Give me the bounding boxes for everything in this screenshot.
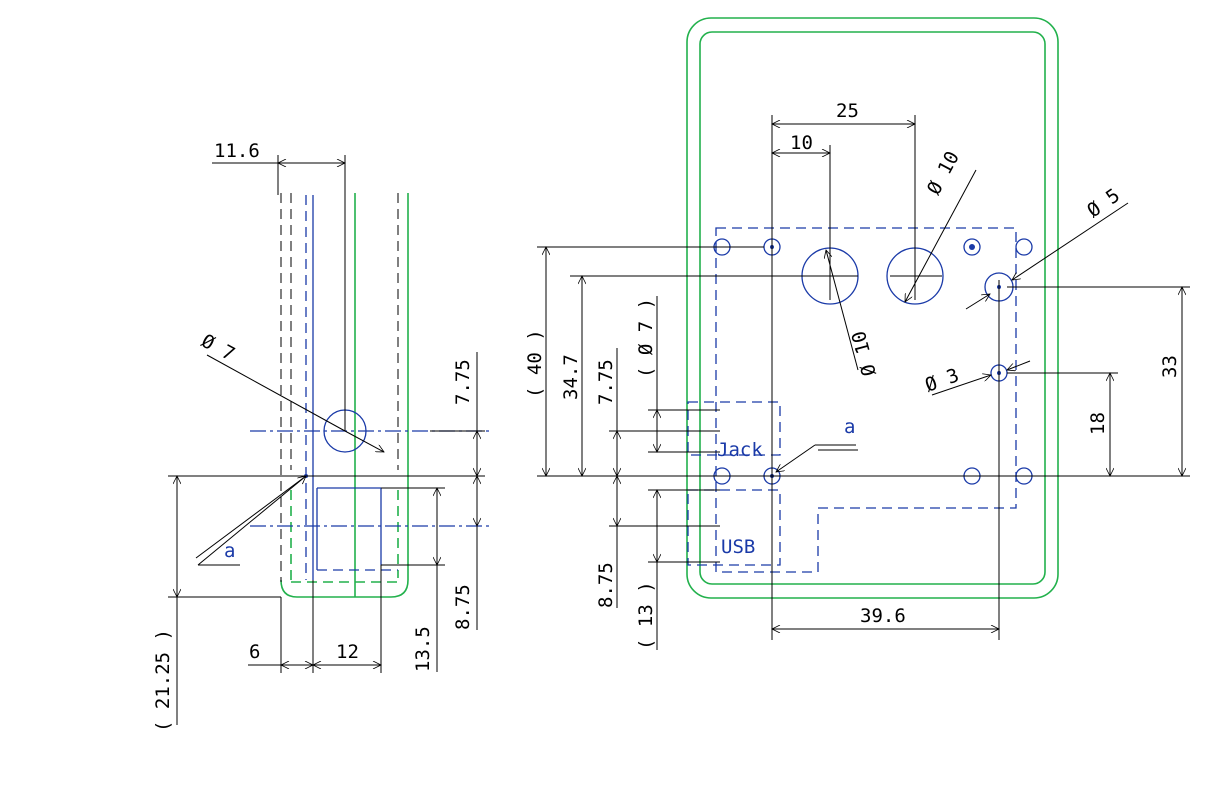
dim-dia3: Ø 3 [922, 364, 962, 396]
mount-hole [1015, 238, 1033, 256]
mount-hole [963, 238, 981, 256]
dim-dia5: Ø 5 [1083, 184, 1124, 222]
dim-8-75-front: 8.75 [595, 562, 617, 608]
front-enclosure-outline [686, 17, 1059, 599]
dim-25: 25 [836, 100, 859, 122]
dim-6: 6 [249, 641, 260, 663]
dim-dia10-top: Ø 10 [923, 148, 964, 199]
dim-13: ( 13 ) [635, 581, 657, 650]
dim-dia7: Ø 7 [198, 330, 239, 366]
dim-12: 12 [336, 641, 359, 663]
dim-7-75-front: 7.75 [595, 359, 617, 405]
dim-10: 10 [790, 132, 813, 154]
dim-33: 33 [1159, 355, 1181, 378]
dim-34-7: 34.7 [560, 354, 582, 400]
dim-dia10-mid: Ø 10 [848, 328, 881, 378]
dim-21-25: ( 21.25 ) [152, 629, 174, 732]
dim-8-75: 8.75 [452, 584, 474, 630]
dim-11-6: 11.6 [214, 140, 260, 162]
pcb-outline [687, 227, 1017, 573]
dim-dia7-ref: ( Ø 7 ) [635, 298, 657, 378]
side-enclosure-outline [280, 193, 409, 598]
dim-39-6: 39.6 [860, 605, 906, 627]
dim-13-5: 13.5 [412, 626, 434, 672]
front-dimensions: 25 10 Ø 10 Ø 10 Ø 5 Ø 3 ( 40 ) [524, 100, 1190, 650]
dim-18: 18 [1087, 412, 1109, 435]
ref-a-side: a [224, 540, 235, 562]
usb-label: USB [721, 536, 755, 558]
side-dimensions: 11.6 Ø 7 7.75 8.75 13.5 [152, 140, 485, 732]
dim-40: ( 40 ) [524, 329, 546, 398]
side-view: 11.6 Ø 7 7.75 8.75 13.5 [152, 140, 490, 732]
ref-a-front: a [844, 416, 855, 438]
jack-label: Jack [717, 439, 763, 461]
front-centerlines [771, 115, 1000, 640]
front-view: 25 10 Ø 10 Ø 10 Ø 5 Ø 3 ( 40 ) [524, 17, 1190, 650]
dim-7-75: 7.75 [452, 359, 474, 405]
